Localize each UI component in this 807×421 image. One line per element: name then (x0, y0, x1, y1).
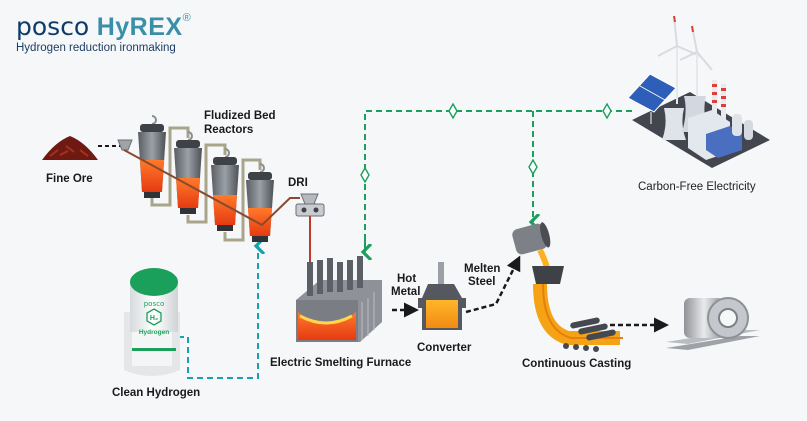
tank-label: Hydrogen (139, 329, 169, 336)
ore-flow-line (123, 149, 300, 227)
label-melten-steel-line2: Steel (468, 276, 496, 288)
label-clean-hydrogen: Clean Hydrogen (112, 387, 201, 399)
ore-hopper (117, 139, 133, 151)
lightning-markers (360, 102, 612, 184)
continuous-casting (512, 222, 623, 352)
reactor-1 (138, 115, 166, 198)
label-continuous-casting: Continuous Casting (522, 358, 632, 370)
label-dri: DRI (288, 177, 308, 189)
brand-logo: posco HyREX® (16, 12, 191, 42)
label-converter: Converter (417, 342, 472, 354)
tank-logo: posco (144, 300, 165, 308)
label-hot-metal-line2: Metal (391, 286, 421, 298)
dri-hopper (295, 193, 325, 217)
wind-turbine-icon (679, 25, 713, 112)
brand-hyrex: HyREX (96, 13, 183, 41)
power-plant (627, 15, 770, 168)
tank-symbol: H₂ (150, 315, 158, 322)
label-electric-smelting-furnace: Electric Smelting Furnace (270, 357, 412, 369)
electricity-line-main (364, 110, 632, 250)
label-fluidized-bed-line2: Reactors (204, 124, 254, 136)
label-carbon-free-electricity: Carbon-Free Electricity (638, 181, 756, 193)
hydrogen-tank: posco H₂ Hydrogen (124, 268, 180, 376)
electricity-network (364, 110, 632, 252)
chimney-icon (721, 84, 726, 126)
label-fluidized-bed-line1: Fludized Bed (204, 110, 276, 122)
bolt-icon (528, 158, 538, 176)
reactor-gas-pipes (150, 126, 262, 242)
bolt-icon (602, 102, 612, 120)
brand-posco: posco (16, 12, 90, 41)
hydrogen-hexagon-icon (146, 308, 162, 326)
label-hot-metal-line1: Hot (397, 273, 417, 285)
fine-ore-pile (42, 136, 98, 160)
tagline: Hydrogen reduction ironmaking (16, 42, 176, 54)
converter (418, 262, 466, 330)
reactor-2 (174, 131, 202, 214)
ladle (512, 222, 551, 255)
label-fine-ore: Fine Ore (46, 173, 93, 185)
reactor-3 (211, 148, 239, 231)
reactor-4 (246, 163, 274, 242)
chimney-icon (712, 80, 717, 122)
label-melten-steel-line1: Melten (464, 263, 501, 275)
melten-steel-flow (465, 255, 521, 314)
steel-coils (666, 297, 760, 350)
electric-smelting-furnace (296, 256, 382, 342)
cooling-tower-icon (662, 108, 686, 140)
hydrogen-line (178, 246, 258, 379)
bolt-icon (448, 102, 458, 120)
registered-mark: ® (182, 12, 192, 24)
bolt-icon (360, 166, 370, 184)
